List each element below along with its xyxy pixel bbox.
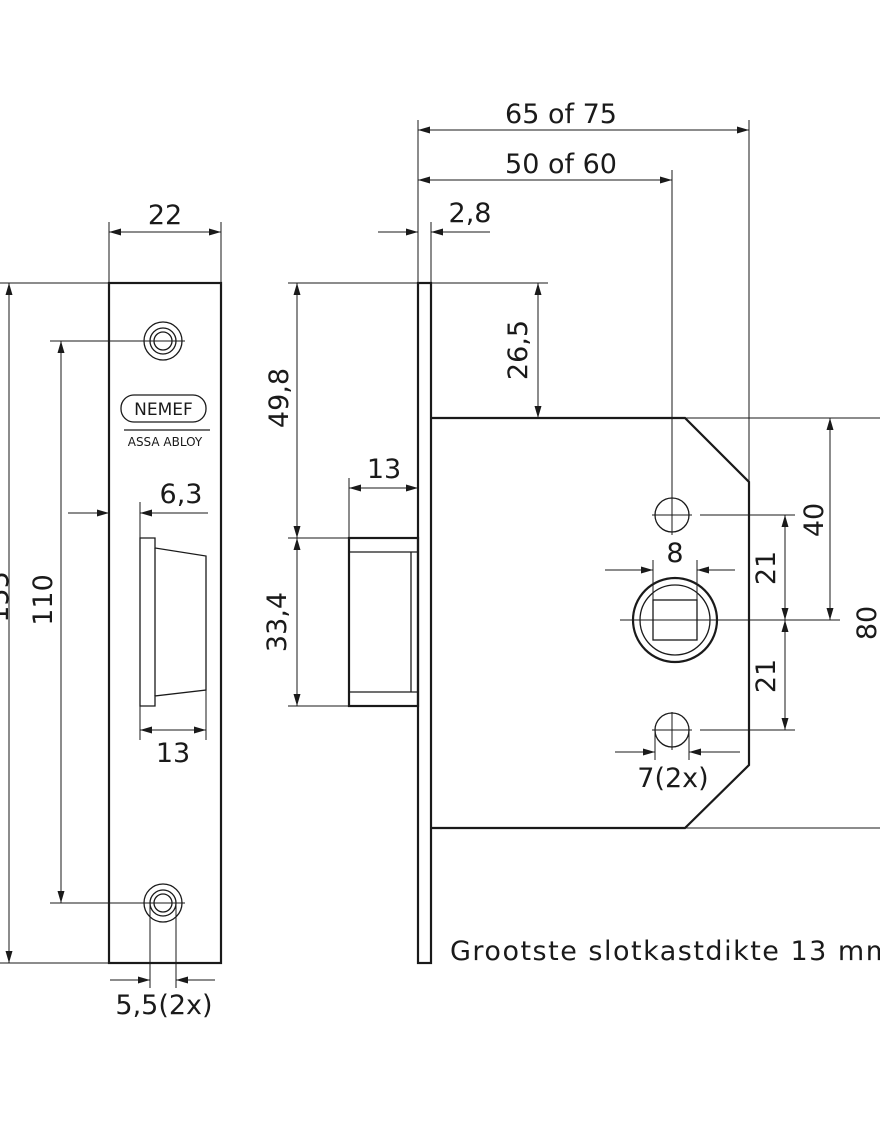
dim-depth-backset: 50 of 60 xyxy=(418,149,673,498)
dim-case-height: 80 xyxy=(685,606,880,829)
faceplate-outline xyxy=(107,281,223,965)
plate-thickness-label: 2,8 xyxy=(449,198,492,229)
dim-hole-diameter: 5,5(2x) xyxy=(110,903,215,1021)
logo-group-text: ASSA ABLOY xyxy=(128,435,203,449)
faceplate-width-label: 22 xyxy=(148,200,182,231)
dim-faceplate-height: 155 xyxy=(0,282,109,964)
spindle-label: 8 xyxy=(666,538,683,569)
dim-plate-thickness: 2,8 xyxy=(378,198,491,283)
faceplate-view: NEMEF ASSA ABLOY 22 155 xyxy=(0,200,223,1021)
latch-opening xyxy=(139,537,207,707)
dim-hole-pitch-upper: 21 xyxy=(700,514,795,620)
latch-top-label: 49,8 xyxy=(264,368,295,428)
hole-diameter-label: 5,5(2x) xyxy=(115,990,212,1021)
hole-pitch-upper-label: 21 xyxy=(751,551,782,585)
logo-brand-text: NEMEF xyxy=(134,400,193,420)
nemef-logo: NEMEF ASSA ABLOY xyxy=(120,394,210,449)
dim-spindle: 8 xyxy=(605,538,735,600)
dim-faceplate-width: 22 xyxy=(108,200,222,283)
dim-latch-height: 33,4 xyxy=(262,538,349,707)
depth-outer-label: 65 of 75 xyxy=(505,99,617,130)
dim-depth-outer: 65 of 75 xyxy=(417,99,750,482)
faceplate-height-label: 155 xyxy=(0,571,15,623)
hole-to-spindle-label: 40 xyxy=(799,503,830,537)
dim-latch-projection: 13 xyxy=(348,454,418,538)
lock-case xyxy=(431,416,751,830)
latch-offset-label: 6,3 xyxy=(160,479,203,510)
latch-height-label: 33,4 xyxy=(262,592,293,652)
hole-pitch-lower-label: 21 xyxy=(751,659,782,693)
hole-spacing-label: 110 xyxy=(28,574,59,626)
case-thickness-note: Grootste slotkastdikte 13 mm xyxy=(450,936,880,967)
fixing-hole-label: 7(2x) xyxy=(637,763,708,794)
latch-width-label: 13 xyxy=(156,738,190,769)
dim-hole-pitch-lower: 21 xyxy=(700,620,795,731)
dim-latch-offset: 6,3 xyxy=(68,479,208,538)
dim-latch-top: 49,8 xyxy=(264,282,418,539)
dim-hole-spacing: 110 xyxy=(28,340,185,904)
latch-projection-label: 13 xyxy=(367,454,401,485)
top-offset-label: 26,5 xyxy=(503,320,534,380)
dim-latch-width: 13 xyxy=(139,690,207,769)
latch-bolt xyxy=(347,536,420,708)
dim-top-offset: 26,5 xyxy=(431,282,548,418)
case-height-label: 80 xyxy=(852,606,880,640)
depth-backset-label: 50 of 60 xyxy=(505,149,617,180)
front-plate xyxy=(416,281,433,965)
dim-fixing-hole: 7(2x) xyxy=(615,730,740,794)
side-view: 65 of 75 50 of 60 2,8 26,5 xyxy=(262,99,880,967)
dim-hole-to-spindle: 40 xyxy=(685,417,880,620)
